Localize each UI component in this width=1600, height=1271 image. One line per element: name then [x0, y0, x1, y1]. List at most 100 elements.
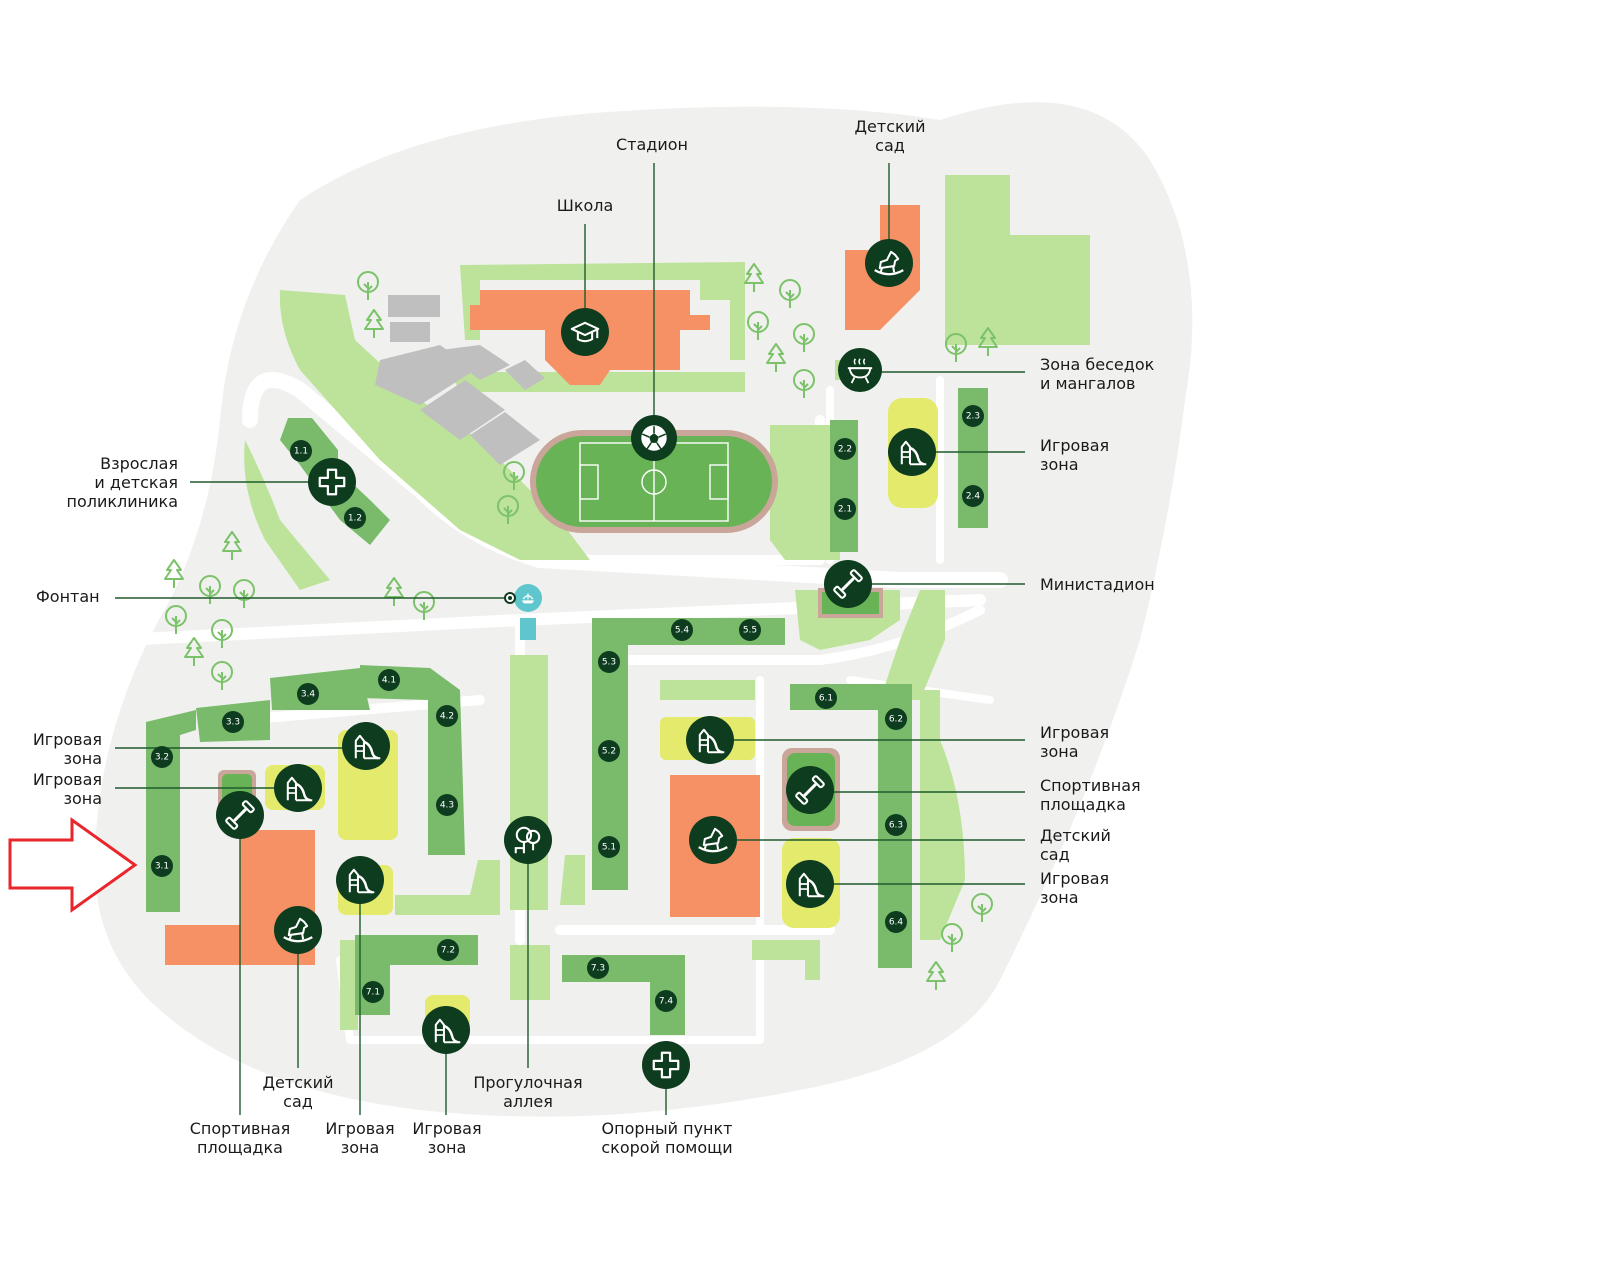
ministadium-marker[interactable] [824, 560, 872, 608]
building-number: 1.2 [348, 514, 362, 524]
kindergarten-right-marker[interactable] [689, 816, 737, 864]
building-number: 5.5 [743, 626, 757, 636]
label-sport-ground-right: Спортивная площадка [1040, 776, 1141, 814]
building-badge-2-3[interactable]: 2.3 [962, 405, 984, 427]
polyclinic-marker[interactable] [308, 458, 356, 506]
building-number: 5.2 [602, 747, 616, 757]
fountain [514, 584, 542, 640]
building-number: 1.1 [294, 447, 308, 457]
label-polyclinic: Взрослая и детская поликлиника [66, 454, 179, 511]
building-number: 3.3 [226, 718, 240, 728]
building-number: 2.3 [966, 412, 980, 422]
playground-left-1-marker[interactable] [342, 722, 390, 770]
building-number: 7.3 [591, 964, 605, 974]
building-number: 6.3 [889, 821, 903, 831]
building-number: 4.3 [440, 801, 454, 811]
building-badge-2-1[interactable]: 2.1 [834, 498, 856, 520]
alley-marker[interactable] [504, 816, 552, 864]
building-badge-5-2[interactable]: 5.2 [598, 740, 620, 762]
building-badge-4-1[interactable]: 4.1 [378, 669, 400, 691]
building-badge-3-1[interactable]: 3.1 [151, 855, 173, 877]
label-play-zone-left-1: Игровая зона [32, 730, 102, 768]
building-badge-6-3[interactable]: 6.3 [885, 814, 907, 836]
building-number: 3.1 [155, 862, 169, 872]
playground-bottom-marker[interactable] [422, 1006, 470, 1054]
building-badge-6-4[interactable]: 6.4 [885, 911, 907, 933]
kindergarten-bottom-marker[interactable] [274, 906, 322, 954]
building-number: 3.2 [155, 753, 169, 763]
building-badge-7-1[interactable]: 7.1 [362, 981, 384, 1003]
sport-ground-right-marker[interactable] [786, 766, 834, 814]
building-number: 5.3 [602, 658, 616, 668]
building-badge-3-2[interactable]: 3.2 [151, 746, 173, 768]
kindergarten-top-marker[interactable] [865, 239, 913, 287]
building-badges: 1.1 1.2 2.1 2.2 2.3 2.4 3.1 3.2 3.3 3.4 4.1 4.2 4.3 5… [151, 405, 984, 1012]
map-markers [216, 239, 936, 1089]
school-marker[interactable] [561, 308, 609, 356]
building-badge-4-3[interactable]: 4.3 [436, 794, 458, 816]
building-badge-5-1[interactable]: 5.1 [598, 836, 620, 858]
playground-right-bottom-marker[interactable] [786, 860, 834, 908]
label-play-zone-bottom-1: Игровая зона [325, 1119, 395, 1157]
label-play-zone-right-top: Игровая зона [1040, 436, 1110, 474]
label-kindergarten-right: Детский сад [1040, 826, 1111, 864]
building-number: 2.2 [838, 445, 852, 455]
building-badge-1-2[interactable]: 1.2 [344, 507, 366, 529]
playground-left-2-marker[interactable] [274, 764, 322, 812]
building-number: 3.4 [301, 690, 316, 700]
parking-lots [375, 295, 545, 465]
label-play-zone-bottom-2: Игровая зона [412, 1119, 482, 1157]
label-stadium: Стадион [615, 135, 689, 154]
building-badge-7-3[interactable]: 7.3 [587, 957, 609, 979]
label-school: Школа [556, 196, 614, 215]
building-badge-4-2[interactable]: 4.2 [436, 705, 458, 727]
building-badge-3-3[interactable]: 3.3 [222, 711, 244, 733]
label-kindergarten-top: Детский сад [854, 117, 926, 155]
stadium-field [530, 430, 778, 533]
label-gazebo-zone: Зона беседок и мангалов [1040, 355, 1155, 393]
building-badge-7-4[interactable]: 7.4 [655, 990, 677, 1012]
ambulance-marker[interactable] [642, 1041, 690, 1089]
playground-right-mid-marker[interactable] [686, 716, 734, 764]
label-walking-alley: Прогулочная аллея [473, 1073, 583, 1111]
building-badge-6-2[interactable]: 6.2 [885, 708, 907, 730]
building-badge-5-3[interactable]: 5.3 [598, 651, 620, 673]
building-badge-2-2[interactable]: 2.2 [834, 438, 856, 460]
building-number: 2.4 [966, 492, 981, 502]
building-number: 5.4 [675, 626, 690, 636]
label-fountain: Фонтан [36, 587, 100, 606]
building-badge-7-2[interactable]: 7.2 [437, 939, 459, 961]
building-number: 7.1 [366, 988, 380, 998]
building-number: 7.4 [659, 997, 674, 1007]
label-ministadium: Министадион [1040, 575, 1155, 594]
building-number: 6.1 [819, 694, 833, 704]
playground-left-3-marker[interactable] [336, 856, 384, 904]
label-play-zone-left-2: Игровая зона [32, 770, 102, 808]
label-play-zone-right-mid: Игровая зона [1040, 723, 1110, 761]
sport-ground-left-marker[interactable] [216, 791, 264, 839]
gazebo-marker[interactable] [838, 348, 882, 392]
building-badge-2-4[interactable]: 2.4 [962, 485, 984, 507]
label-kindergarten-bottom: Детский сад [262, 1073, 334, 1111]
playground-right-top-marker[interactable] [888, 428, 936, 476]
building-number: 5.1 [602, 843, 616, 853]
football-icon [640, 424, 668, 452]
building-number: 6.4 [889, 918, 904, 928]
building-number: 7.2 [441, 946, 455, 956]
building-badge-1-1[interactable]: 1.1 [290, 440, 312, 462]
building-badge-5-5[interactable]: 5.5 [739, 619, 761, 641]
label-ambulance-point: Опорный пункт скорой помощи [601, 1119, 733, 1157]
building-badge-5-4[interactable]: 5.4 [671, 619, 693, 641]
label-sport-ground-bottom: Спортивная площадка [189, 1119, 291, 1157]
red-arrow [8, 817, 138, 913]
building-badge-6-1[interactable]: 6.1 [815, 687, 837, 709]
building-number: 4.1 [382, 676, 396, 686]
building-number: 2.1 [838, 505, 852, 515]
stadium-marker[interactable] [631, 415, 677, 461]
building-badge-3-4[interactable]: 3.4 [297, 683, 319, 705]
label-play-zone-right-bottom: Игровая зона [1040, 869, 1110, 907]
building-number: 4.2 [440, 712, 454, 722]
leader-lines [115, 163, 1025, 1115]
building-number: 6.2 [889, 715, 903, 725]
